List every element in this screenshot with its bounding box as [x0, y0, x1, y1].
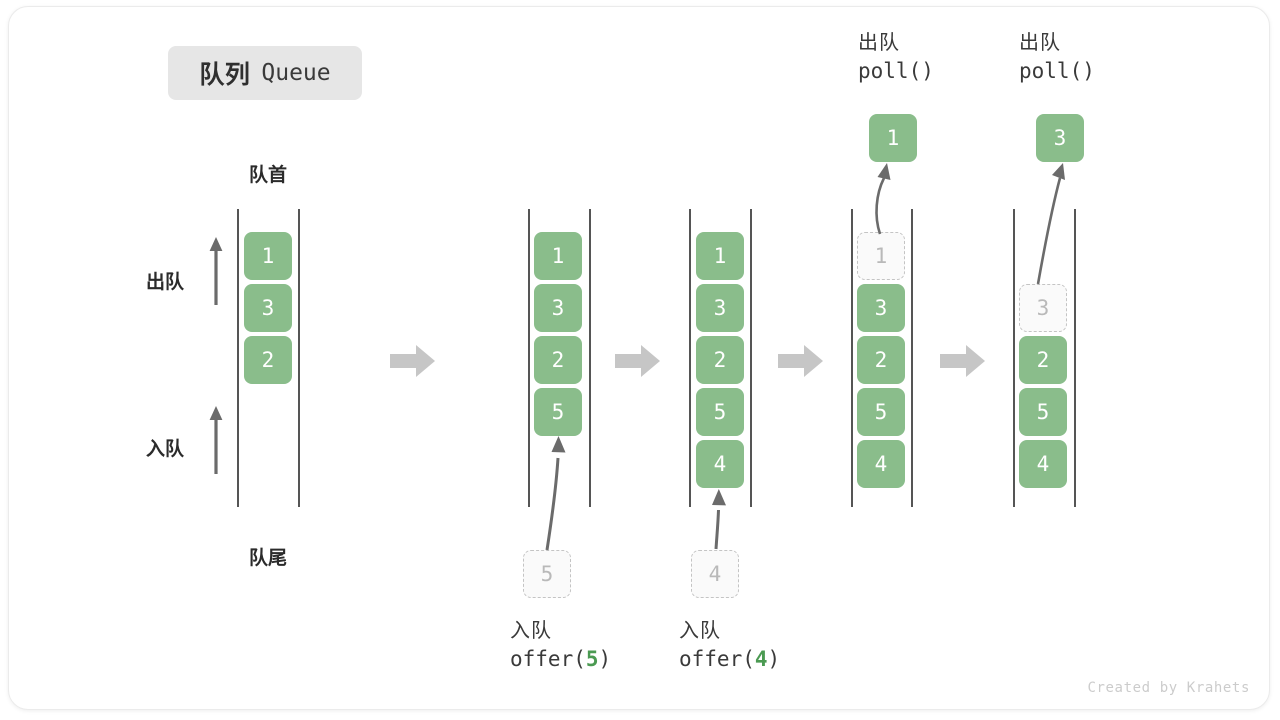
operation-label-poll-2: 出队 poll() [1019, 30, 1095, 85]
stage-5-rail-left [1013, 209, 1015, 507]
stage-3-element: 4 [696, 440, 744, 488]
enqueue-motion-arrow-icon [712, 489, 726, 550]
stage-transition-arrow-icon [390, 345, 435, 377]
dequeue-motion-arrow-icon [1036, 163, 1065, 285]
stage-1-rail-left [237, 209, 239, 507]
enqueue-motion-arrow-icon [545, 436, 566, 551]
stage-2-element: 3 [534, 284, 582, 332]
operation-name-cn: 入队 [679, 620, 721, 642]
stage-4-element: 5 [857, 388, 905, 436]
stage-4-element: 2 [857, 336, 905, 384]
operation-code: poll() [1019, 59, 1095, 83]
stage-5-element: 5 [1019, 388, 1067, 436]
stage-4-rail-right [911, 209, 913, 507]
stage-5-element: 4 [1019, 440, 1067, 488]
stage-2-element: 1 [534, 232, 582, 280]
popped-element: 1 [869, 114, 917, 162]
credit-text: Created by Krahets [1087, 680, 1250, 696]
stage-3-element: 5 [696, 388, 744, 436]
operation-name-cn: 入队 [510, 620, 552, 642]
queue-front-label: 队首 [248, 165, 287, 186]
stage-3-rail-right [750, 209, 752, 507]
title-english: Queue [261, 60, 331, 86]
stage-2-element: 5 [534, 388, 582, 436]
stage-3-rail-left [689, 209, 691, 507]
stage-3-element: 3 [696, 284, 744, 332]
stage-5-element-removed: 3 [1019, 284, 1067, 332]
diagram-title-badge: 队列 Queue [168, 46, 362, 100]
stage-5-element: 2 [1019, 336, 1067, 384]
stage-2-rail-right [589, 209, 591, 507]
operation-label-poll-1: 出队 poll() [858, 30, 934, 85]
incoming-ghost-element: 5 [523, 550, 571, 598]
stage-4-rail-left [851, 209, 853, 507]
enqueue-direction-label: 入队 [146, 439, 185, 460]
stage-4-element: 3 [857, 284, 905, 332]
stage-4-element: 4 [857, 440, 905, 488]
stage-transition-arrow-icon [940, 345, 985, 377]
operation-code: poll() [858, 59, 934, 83]
dequeue-direction-arrow-icon [209, 237, 223, 305]
stage-4-element-removed: 1 [857, 232, 905, 280]
operation-name-cn: 出队 [858, 32, 900, 54]
stage-1-element: 2 [244, 336, 292, 384]
stage-transition-arrow-icon [615, 345, 660, 377]
operation-code: offer(4) [679, 647, 781, 671]
stage-3-element: 1 [696, 232, 744, 280]
operation-code: offer(5) [510, 647, 612, 671]
stage-1-element: 3 [244, 284, 292, 332]
title-chinese: 队列 [199, 61, 251, 89]
stage-2-rail-left [528, 209, 530, 507]
stage-1-element: 1 [244, 232, 292, 280]
stage-5-rail-right [1074, 209, 1076, 507]
enqueue-direction-arrow-icon [209, 406, 223, 474]
stage-3-element: 2 [696, 336, 744, 384]
stage-transition-arrow-icon [778, 345, 823, 377]
dequeue-direction-label: 出队 [146, 272, 185, 293]
queue-rear-label: 队尾 [248, 548, 287, 569]
incoming-ghost-element: 4 [691, 550, 739, 598]
operation-label-offer-5: 入队 offer(5) [510, 618, 611, 673]
stage-1-rail-right [298, 209, 300, 507]
operation-label-offer-4: 入队 offer(4) [679, 618, 780, 673]
dequeue-motion-arrow-icon [875, 163, 891, 235]
popped-element: 3 [1036, 114, 1084, 162]
operation-name-cn: 出队 [1019, 32, 1061, 54]
stage-2-element: 2 [534, 336, 582, 384]
